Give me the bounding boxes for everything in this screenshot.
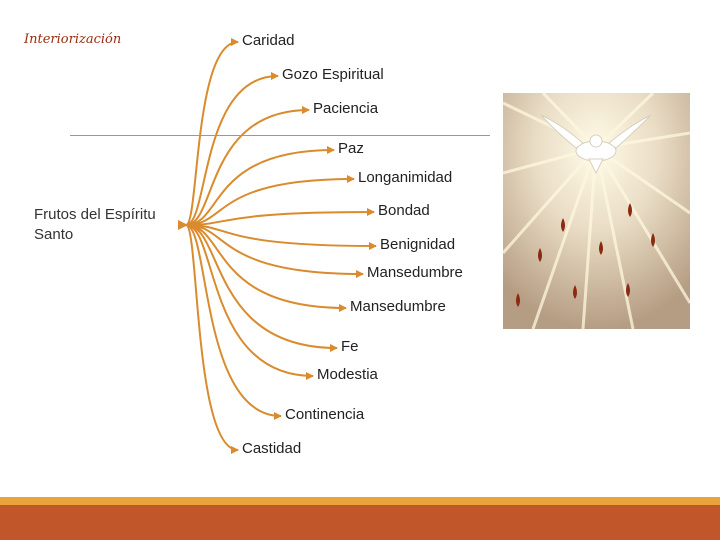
footer-accent-bar <box>0 497 720 505</box>
arrowhead-1 <box>231 38 239 46</box>
arrowhead-2 <box>271 72 279 80</box>
arrowhead-3 <box>302 106 310 114</box>
arrowhead-10 <box>330 344 338 352</box>
connector-4 <box>185 149 335 226</box>
connector-10 <box>185 224 338 349</box>
holy-spirit-dove-image <box>503 93 690 329</box>
branch-label: Gozo Espiritual <box>282 66 384 83</box>
connector-11 <box>185 224 314 377</box>
arrowhead-7 <box>369 242 377 250</box>
branch-label: Fe <box>341 338 359 355</box>
connector-1 <box>185 41 239 226</box>
arrowhead-12 <box>274 412 282 420</box>
root-node-label: Frutos del Espíritu Santo <box>34 206 156 243</box>
arrowhead-5 <box>347 175 355 183</box>
branch-label: Castidad <box>242 440 302 457</box>
connector-7 <box>185 224 377 247</box>
branch-label: Caridad <box>242 32 295 49</box>
arrowhead-9 <box>339 304 347 312</box>
branch-label: Benignidad <box>380 236 456 253</box>
arrowhead-6 <box>367 208 375 216</box>
arrowhead-13 <box>231 446 239 454</box>
branch-label: Paz <box>338 140 364 157</box>
branch-label: Longanimidad <box>358 169 453 186</box>
arrowhead-8 <box>356 270 364 278</box>
connector-8 <box>185 224 364 275</box>
connector-13 <box>185 224 239 451</box>
divider-line <box>70 135 490 136</box>
branch-label: Mansedumbre <box>367 264 463 281</box>
footer-bar <box>0 505 720 540</box>
branch-label: Paciencia <box>313 100 379 117</box>
connector-12 <box>185 224 282 417</box>
slide-label: Interiorización <box>24 32 122 47</box>
branch-label: Mansedumbre <box>350 298 446 315</box>
branch-label: Modestia <box>317 366 378 383</box>
branch-label: Continencia <box>285 406 365 423</box>
connector-6 <box>185 211 375 226</box>
arrowhead-11 <box>306 372 314 380</box>
arrowhead-4 <box>327 146 335 154</box>
root-arrowhead <box>178 220 188 230</box>
connector-9 <box>185 224 347 309</box>
connector-3 <box>185 109 310 226</box>
connector-2 <box>185 75 279 226</box>
connector-5 <box>185 178 355 226</box>
branch-label: Bondad <box>378 202 430 219</box>
